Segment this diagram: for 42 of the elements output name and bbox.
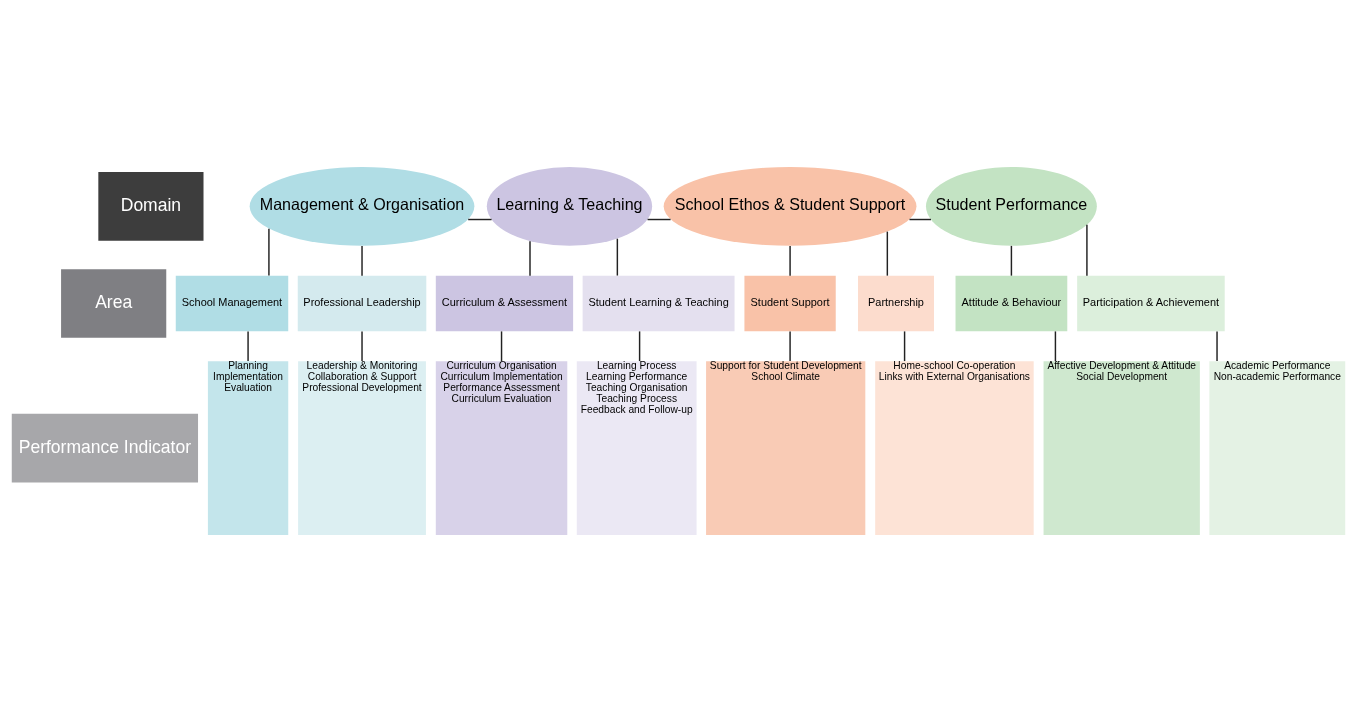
node-ellipse: Learning & Teaching: [486, 166, 653, 246]
node-box: Academic Performance Non-academic Performance: [1209, 360, 1346, 535]
connector: [361, 244, 363, 276]
node-box: Performance Indicator: [11, 413, 199, 482]
connector: [529, 239, 531, 276]
node-box: Home-school Co-operation Links with External Organisations: [875, 360, 1034, 535]
node-box: Curriculum Organisation Curriculum Implementation Performance Assessment Curriculum Evaluation: [435, 360, 568, 535]
node-ellipse: Student Performance: [925, 166, 1097, 246]
node-box: Student Learning & Teaching: [582, 275, 735, 331]
node-box: Affective Development & Attitude Social Development: [1043, 360, 1200, 535]
connector: [500, 330, 503, 362]
node-box: School Management: [175, 275, 289, 331]
node-box: Planning Implementation Evaluation: [207, 360, 289, 535]
node-box: Curriculum & Assessment: [435, 275, 574, 331]
node-box: Leadership & Monitoring Collaboration & Support Professional Development: [298, 360, 426, 535]
connector: [908, 218, 932, 220]
node-box: Participation & Achievement: [1077, 275, 1225, 331]
node-box: Student Support: [744, 275, 836, 331]
connector: [789, 330, 791, 362]
connector: [789, 244, 791, 276]
connector: [616, 237, 619, 276]
connector: [1216, 330, 1218, 362]
node-box: Area: [61, 268, 167, 338]
connector: [646, 218, 672, 220]
node-ellipse: School Ethos & Student Support: [663, 166, 917, 246]
connector: [1054, 330, 1057, 362]
connector: [268, 227, 270, 276]
connector: [886, 230, 889, 276]
connector: [1086, 223, 1088, 276]
node-box: Partnership: [858, 275, 934, 331]
connector: [247, 330, 249, 362]
connector: [467, 218, 493, 220]
node-box: Attitude & Behaviour: [955, 275, 1068, 331]
node-box: Learning Process Learning Performance Teaching Organisation Teaching Process Feedback and Follow-up: [576, 360, 697, 535]
node-box: Support for Student Development School Climate: [706, 360, 866, 535]
connector: [1010, 244, 1013, 276]
node-ellipse: Management & Organisation: [249, 166, 475, 246]
connector: [638, 330, 641, 362]
connector: [903, 330, 906, 362]
node-box: Domain: [98, 171, 204, 241]
connector: [361, 330, 363, 362]
node-box: Professional Leadership: [297, 275, 427, 331]
